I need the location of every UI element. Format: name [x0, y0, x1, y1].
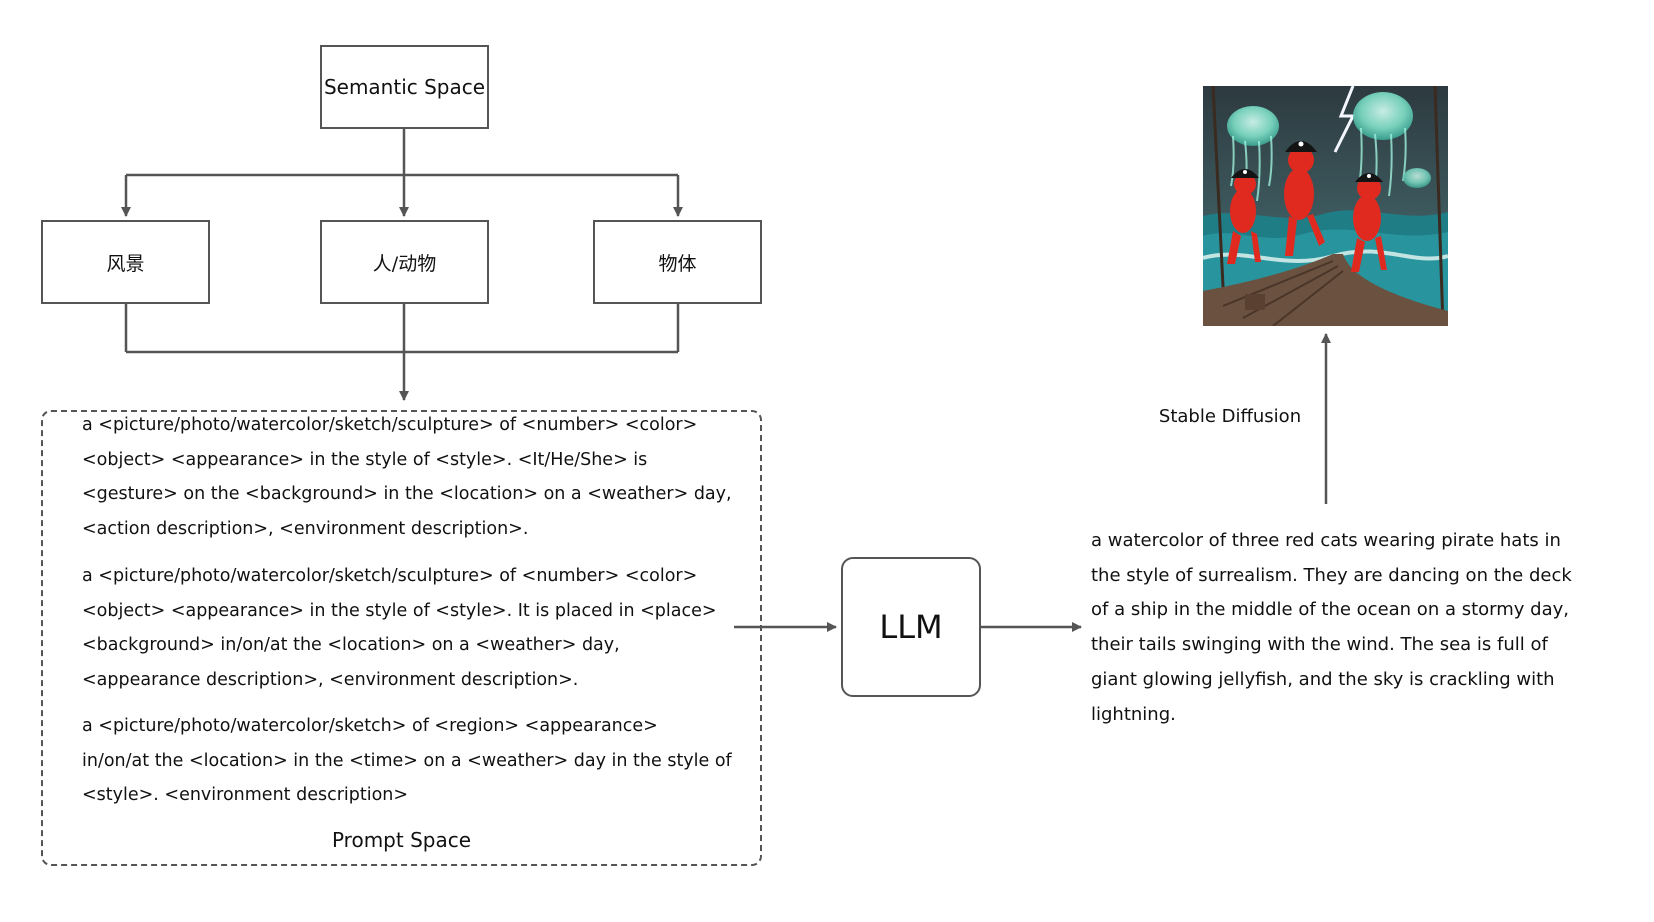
- generated-prompt-text: a watercolor of three red cats wearing p…: [1091, 530, 1572, 725]
- category-landscape-box: 风景: [41, 220, 210, 304]
- prompt-template-placed-object: a <picture/photo/watercolor/sketch/sculp…: [82, 566, 717, 691]
- category-object-label: 物体: [658, 252, 697, 275]
- semantic-space-box: Semantic Space: [320, 45, 489, 129]
- prompt-template-object: a <picture/photo/watercolor/sketch/sculp…: [82, 415, 732, 540]
- prompt-template-scene: a <picture/photo/watercolor/sketch> of <…: [82, 716, 732, 806]
- category-object-box: 物体: [593, 220, 762, 304]
- fan-out-connector: [121, 129, 683, 217]
- category-person-animal-box: 人/动物: [320, 220, 489, 304]
- semantic-space-title: Semantic Space: [323, 75, 486, 99]
- fan-in-connector: [124, 304, 680, 401]
- category-landscape-label: 风景: [106, 252, 145, 275]
- prompt-space-container: [41, 410, 762, 866]
- stable-diffusion-label: Stable Diffusion: [1158, 406, 1302, 427]
- generated-image: [1203, 86, 1448, 326]
- category-person-animal-label: 人/动物: [372, 252, 437, 275]
- prompt-space-label: Prompt Space: [331, 828, 472, 852]
- llm-box: LLM: [841, 557, 981, 697]
- llm-label: LLM: [879, 608, 943, 646]
